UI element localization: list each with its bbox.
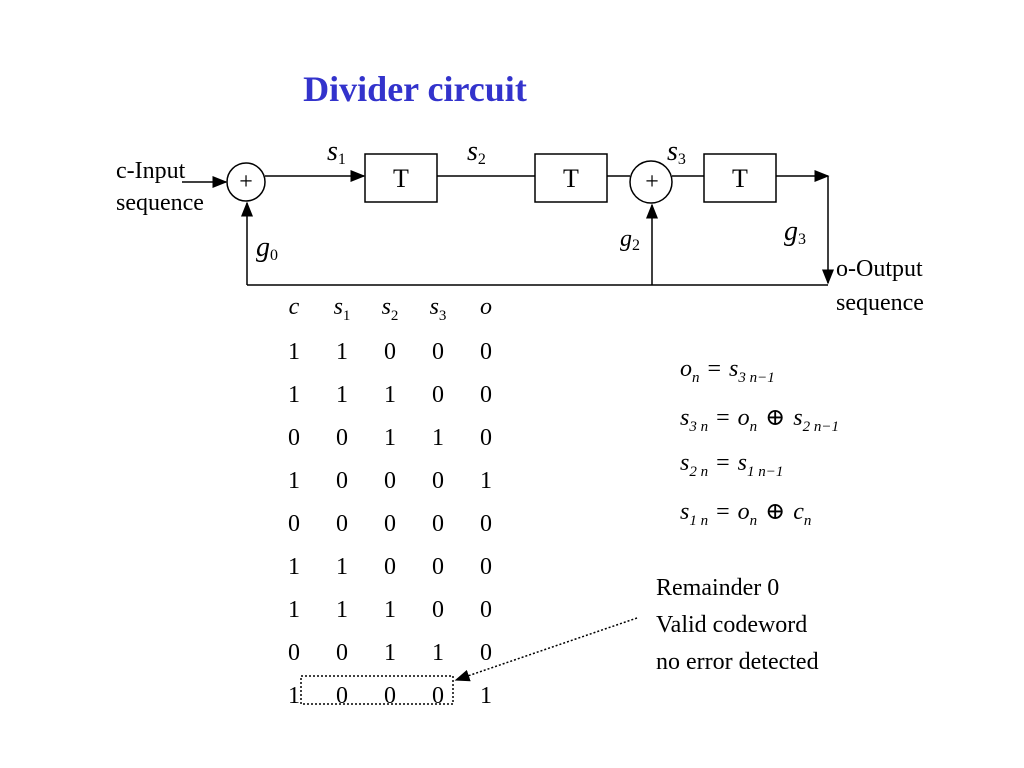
table-cell: 0 [336,640,348,666]
table-cell: 0 [384,511,396,537]
adder-1 [226,162,266,202]
table-cell: 1 [432,425,444,451]
table-cell: 0 [384,339,396,365]
slide-title: Divider circuit [303,69,527,109]
table-cell: 1 [288,382,300,408]
header-s3: s3 [429,294,447,324]
table-row: 0 0 0 0 0 [270,503,510,546]
table-cell: 0 [480,640,492,666]
remark-line-1: Remainder 0 [656,575,780,601]
table-cell: 1 [336,339,348,365]
table-cell: 1 [336,382,348,408]
output-label-line1: o-Output [836,256,923,282]
table-row: 1 1 1 0 0 [270,589,510,632]
input-label-line1: c-Input [116,158,186,184]
table-cell: 1 [432,640,444,666]
register-2 [534,153,608,203]
table-cell: 1 [480,468,492,494]
header-s1: s1 [333,294,351,324]
table-cell: 1 [288,339,300,365]
input-label-line2: sequence [116,190,204,216]
table-row: 1 1 0 0 0 [270,331,510,374]
table-cell: 1 [288,683,300,709]
header-s2: s2 [381,294,399,324]
equation: s1 n=on⊕cn [680,499,812,529]
table-cell: 1 [384,597,396,623]
equation: on=s3 n−1 [680,356,775,386]
highlight-box [300,675,454,705]
table-cell: 1 [336,554,348,580]
input-label: c-Input sequence [116,158,204,216]
adder-2 [629,160,673,204]
remark-line-3: no error detected [656,649,819,675]
coef-g3: g3 [784,216,806,248]
table-cell: 0 [480,554,492,580]
coef-g2: g2 [620,226,640,254]
coef-g0: g0 [256,232,278,264]
table-cell: 1 [384,382,396,408]
table-cell: 0 [336,683,348,709]
table-cell: 0 [432,382,444,408]
equation: s2 n=s1 n−1 [680,450,784,480]
table-cell: 0 [432,554,444,580]
register-1 [364,153,438,203]
header-o: o [480,294,492,321]
signal-s3: s3 [667,136,686,168]
table-cell: 0 [432,339,444,365]
register-3 [703,153,777,203]
table-cell: 0 [480,597,492,623]
signal-s2: s2 [467,136,486,168]
table-row: 0 0 1 1 0 [270,632,510,675]
table-cell: 0 [432,511,444,537]
table-cell: 0 [480,382,492,408]
table-cell: 0 [480,511,492,537]
table-row: 1 0 0 0 1 [270,460,510,503]
register-1-label: T [393,164,409,193]
signal-s1: s1 [327,136,346,168]
remark-line-2: Valid codeword [656,612,808,638]
table-cell: 0 [336,425,348,451]
register-2-label: T [563,164,579,193]
table-cell: 1 [336,597,348,623]
table-row: 1 1 0 0 0 [270,546,510,589]
table-cell: 0 [480,339,492,365]
output-label-line2: sequence [836,290,924,316]
adder-1-symbol: + [239,169,253,195]
output-label: o-Output sequence [836,256,924,316]
table-cell: 0 [384,683,396,709]
table-cell: 0 [288,640,300,666]
table-cell: 0 [336,468,348,494]
header-c: c [288,294,300,321]
remark-text: Remainder 0 Valid codeword no error dete… [656,570,819,681]
equation: s3 n=on⊕s2 n−1 [680,405,839,435]
table-cell: 0 [288,511,300,537]
table-row: 1 0 0 0 1 [270,675,510,718]
table-cell: 1 [288,597,300,623]
table-cell: 0 [432,597,444,623]
table-cell: 1 [288,468,300,494]
table-cell: 1 [384,640,396,666]
register-3-label: T [732,164,748,193]
table-cell: 0 [336,511,348,537]
table-cell: 1 [384,425,396,451]
table-cell: 0 [384,468,396,494]
table-cell: 0 [480,425,492,451]
adder-2-symbol: + [645,169,659,195]
state-table-header: c s1 s2 s3 o [270,288,510,331]
table-cell: 0 [432,468,444,494]
table-cell: 0 [384,554,396,580]
table-cell: 0 [288,425,300,451]
table-row: 0 0 1 1 0 [270,417,510,460]
table-cell: 1 [480,683,492,709]
table-cell: 0 [432,683,444,709]
table-row: 1 1 1 0 0 [270,374,510,417]
table-cell: 1 [288,554,300,580]
